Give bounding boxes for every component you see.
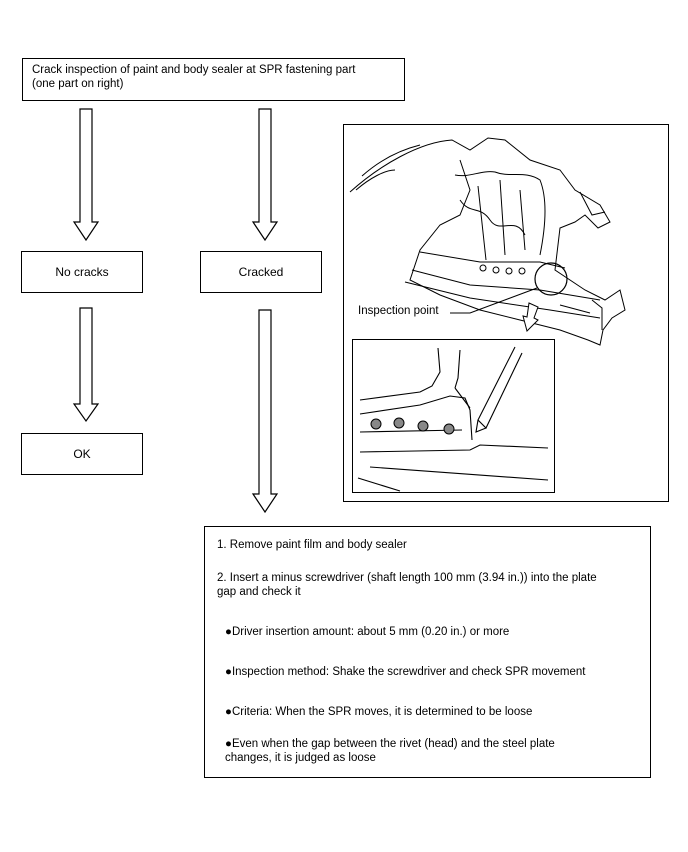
rivet-4 bbox=[443, 423, 455, 435]
start-box: Crack inspection of paint and body seale… bbox=[22, 58, 405, 101]
ok-box: OK bbox=[21, 433, 143, 475]
arrow-no-cracks-to-ok bbox=[72, 307, 100, 423]
bullet-criteria: ●Criteria: When the SPR moves, it is det… bbox=[225, 706, 533, 718]
procedure-box: 1. Remove paint film and body sealer 2. … bbox=[204, 526, 651, 778]
no-cracks-label: No cracks bbox=[55, 265, 109, 279]
zoom-arrow bbox=[522, 302, 539, 332]
arrow-start-to-cracked bbox=[251, 108, 279, 242]
step-2-line2: gap and check it bbox=[217, 586, 301, 598]
bullet-gap-change-line2: changes, it is judged as loose bbox=[225, 752, 376, 764]
bullet-inspection-method: ●Inspection method: Shake the screwdrive… bbox=[225, 666, 586, 678]
cracked-box: Cracked bbox=[200, 251, 322, 293]
inspection-point-label: Inspection point bbox=[358, 305, 439, 317]
step-2-line1: 2. Insert a minus screwdriver (shaft len… bbox=[217, 572, 597, 584]
start-text: Crack inspection of paint and body seale… bbox=[32, 64, 356, 76]
cracked-label: Cracked bbox=[238, 265, 284, 279]
detail-frame bbox=[352, 339, 555, 493]
rivet-1 bbox=[370, 418, 382, 430]
body-panel bbox=[349, 137, 626, 346]
bullet-gap-change-line1: ●Even when the gap between the rivet (he… bbox=[225, 738, 555, 750]
leader-line bbox=[450, 287, 538, 314]
rivet-2 bbox=[393, 417, 405, 429]
rivet-3 bbox=[417, 420, 429, 432]
no-cracks-box: No cracks bbox=[21, 251, 143, 293]
bullet-insertion-amount: ●Driver insertion amount: about 5 mm (0.… bbox=[225, 626, 510, 638]
arrow-cracked-to-steps bbox=[251, 309, 279, 514]
arrow-start-to-no-cracks bbox=[72, 108, 100, 242]
ok-label: OK bbox=[73, 447, 91, 461]
inspection-circle bbox=[534, 262, 568, 296]
start-text-line2: (one part on right) bbox=[32, 78, 124, 90]
step-1: 1. Remove paint film and body sealer bbox=[217, 539, 407, 551]
